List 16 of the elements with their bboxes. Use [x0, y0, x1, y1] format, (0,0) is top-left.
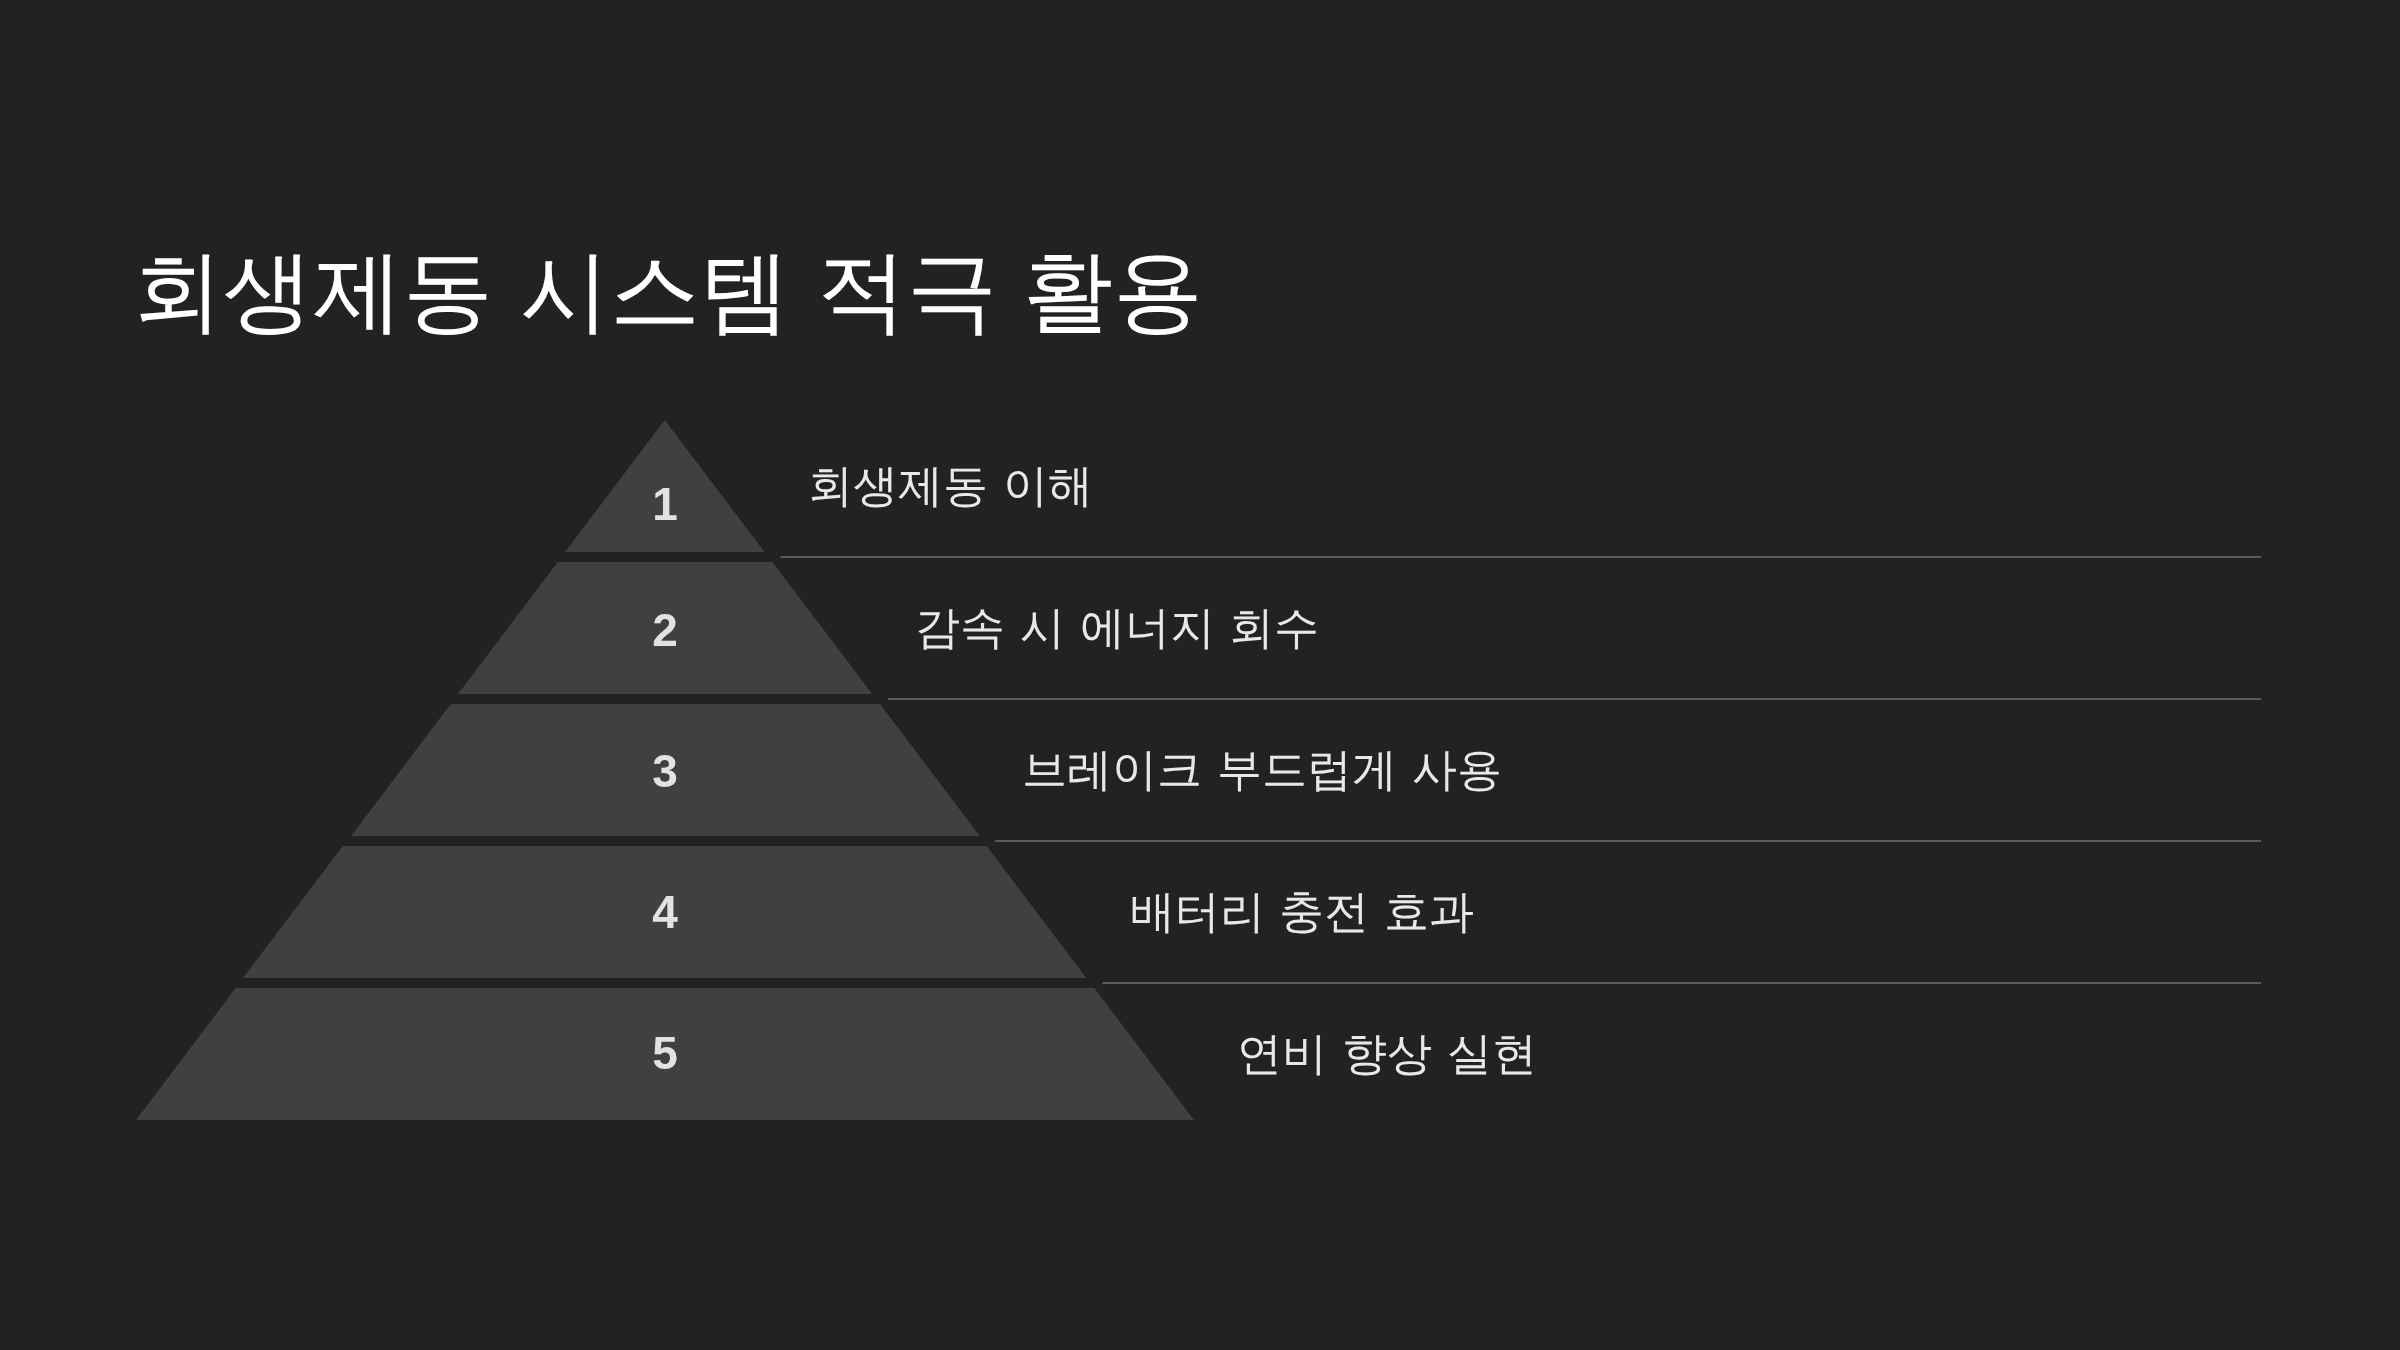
level-description: 회생제동 이해: [807, 459, 1093, 513]
level-number: 1: [652, 480, 678, 528]
level-description: 감속 시 에너지 회수: [915, 601, 1320, 655]
pyramid-level: [457, 562, 873, 694]
pyramid-level: [350, 704, 980, 836]
title: 회생제동 시스템 적극 활용: [133, 240, 1204, 343]
pyramid-level: [565, 420, 765, 552]
pyramid-level: [136, 988, 1194, 1120]
pyramid-level: [243, 846, 1087, 978]
level-number: 5: [652, 1029, 678, 1077]
level-number: 2: [652, 606, 678, 654]
level-description: 배터리 충전 효과: [1129, 885, 1475, 939]
level-description: 연비 향상 실현: [1237, 1027, 1537, 1081]
level-number: 4: [652, 888, 678, 936]
level-number: 3: [652, 747, 678, 795]
level-description: 브레이크 부드럽게 사용: [1022, 743, 1502, 797]
